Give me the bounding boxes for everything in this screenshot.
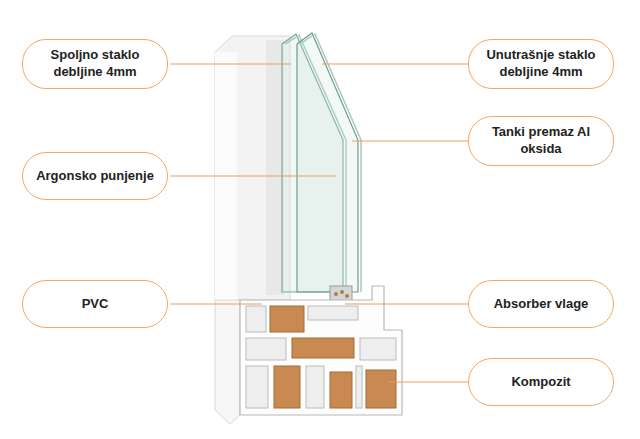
frame-body bbox=[215, 36, 290, 300]
leader-line bbox=[170, 176, 336, 177]
callout-box: Unutrašnje staklo debljine 4mm bbox=[468, 39, 614, 89]
callout-box: Absorber vlage bbox=[468, 280, 614, 328]
inner-glass bbox=[297, 33, 358, 292]
label-text: Unutrašnje staklo debljine 4mm bbox=[479, 47, 603, 81]
leader-line bbox=[352, 141, 468, 142]
label-text: Absorber vlage bbox=[494, 296, 589, 313]
desiccant bbox=[340, 290, 344, 294]
label-text: Argonsko punjenje bbox=[36, 168, 154, 185]
frame-shadow bbox=[266, 40, 284, 295]
desiccant bbox=[334, 292, 338, 296]
label-text: PVC bbox=[82, 296, 109, 313]
composite-insert bbox=[330, 372, 352, 408]
leader-line bbox=[388, 382, 468, 383]
label-text: Kompozit bbox=[511, 374, 570, 391]
leader-line bbox=[170, 304, 262, 305]
profile-chamber bbox=[306, 366, 324, 408]
callout-box: PVC bbox=[22, 280, 168, 328]
profile-chamber bbox=[360, 338, 396, 360]
profile-chamber bbox=[246, 306, 266, 332]
composite-insert bbox=[366, 370, 396, 408]
profile-chamber bbox=[246, 366, 268, 408]
callout-box: Tanki premaz Al oksida bbox=[468, 116, 614, 166]
leader-line bbox=[170, 64, 291, 65]
desiccant bbox=[345, 294, 349, 298]
sill-side bbox=[215, 300, 240, 424]
composite-insert bbox=[274, 366, 300, 408]
leader-line bbox=[322, 64, 468, 65]
label-text: Tanki premaz Al oksida bbox=[479, 124, 603, 158]
leader-line bbox=[345, 304, 468, 305]
callout-box: Kompozit bbox=[468, 358, 614, 406]
composite-insert bbox=[270, 306, 304, 332]
pvc-profile bbox=[240, 286, 402, 415]
profile-chamber bbox=[356, 366, 362, 408]
profile-chamber bbox=[246, 338, 286, 360]
inner-glass-edge bbox=[300, 34, 361, 292]
label-text: Spoljno staklo debljine 4mm bbox=[33, 47, 157, 81]
composite-insert bbox=[292, 338, 354, 358]
callout-box: Argonsko punjenje bbox=[22, 152, 168, 200]
callout-box: Spoljno staklo debljine 4mm bbox=[22, 39, 168, 89]
profile-chamber bbox=[308, 306, 358, 320]
